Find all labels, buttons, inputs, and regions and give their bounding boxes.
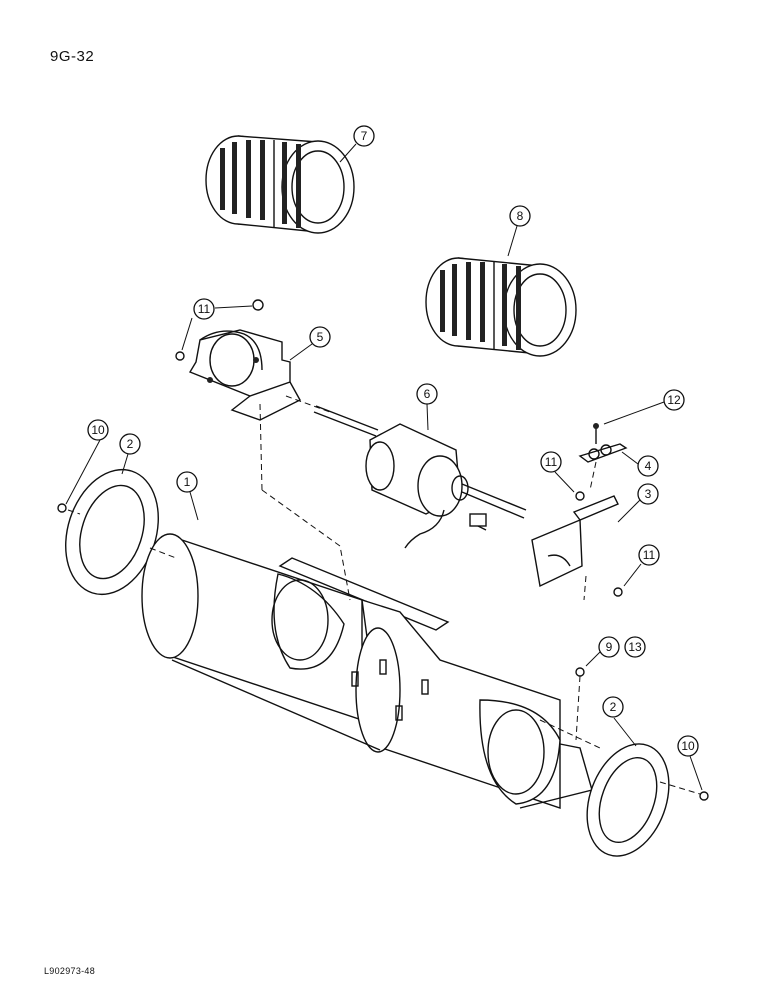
callout-12: 12 [663,389,685,411]
svg-text:11: 11 [545,455,558,469]
screw-right [699,791,709,801]
callout-10-right: 10 [677,735,699,757]
callout-2-right: 2 [602,696,624,718]
callout-10-left: 10 [87,419,109,441]
callout-9: 9 [598,636,620,658]
ring-plate-left [65,468,159,596]
svg-text:12: 12 [667,393,681,407]
callout-13: 13 [624,636,646,658]
resistor [578,423,628,463]
blower-motor [313,405,527,549]
figure-code: L902973-48 [44,966,96,976]
screw-left [57,503,67,513]
svg-text:9: 9 [606,640,613,654]
callout-11-bottom: 11 [638,544,660,566]
nut-top [252,299,264,311]
svg-text:13: 13 [628,640,642,654]
callout-1: 1 [176,471,198,493]
blower-housing [141,533,593,809]
callout-5: 5 [309,326,331,348]
callout-11-top: 11 [193,298,215,320]
svg-text:1: 1 [184,475,191,489]
svg-text:7: 7 [361,129,368,143]
blower-wheel-lower [425,257,577,357]
svg-text:5: 5 [317,330,324,344]
blower-wheel-upper [205,135,355,234]
assembly-lines [67,395,701,795]
svg-text:10: 10 [681,739,695,753]
svg-text:11: 11 [198,302,211,316]
svg-text:4: 4 [645,459,652,473]
callout-6: 6 [416,383,438,405]
callout-8: 8 [509,205,531,227]
callout-7: 7 [353,125,375,147]
callout-11-middle: 11 [540,451,562,473]
nut-left [175,351,185,361]
svg-text:11: 11 [643,548,656,562]
svg-text:10: 10 [91,423,105,437]
callout-2-left: 2 [119,433,141,455]
nut-resistor [575,491,585,501]
ring-plate-right [586,743,670,857]
page-number: 9G-32 [50,48,95,65]
svg-text:3: 3 [645,487,652,501]
callout-4: 4 [637,455,659,477]
callout-3: 3 [637,483,659,505]
resistor-bracket [531,495,619,588]
svg-text:8: 8 [517,209,524,223]
svg-text:2: 2 [127,437,134,451]
leader-lines [65,143,703,791]
svg-text:2: 2 [610,700,617,714]
motor-bracket [188,329,301,421]
svg-text:6: 6 [424,387,431,401]
screw-housing [575,667,585,677]
nut-bracket [613,587,623,597]
